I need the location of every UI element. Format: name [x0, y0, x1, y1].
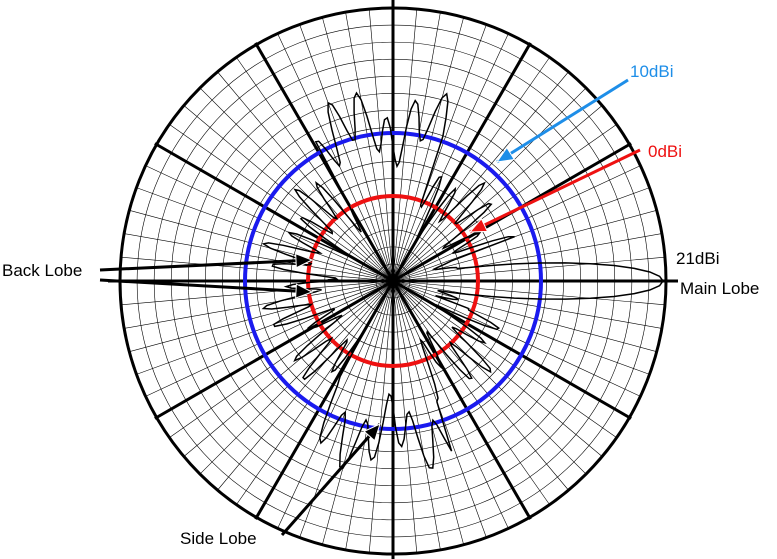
grid-spoke — [129, 280, 394, 352]
grid-spoke — [392, 280, 641, 397]
grid-spoke — [392, 57, 550, 282]
grid-spoke — [392, 105, 603, 282]
grid-spoke — [392, 33, 509, 282]
grid-spoke — [392, 280, 441, 550]
ring-0dbi-arrow — [469, 148, 641, 234]
grid-spoke — [392, 124, 617, 282]
grid-spoke — [392, 280, 650, 375]
grid-spoke — [169, 124, 394, 282]
grid-spoke — [199, 87, 394, 282]
ring-0dbi-label: 0dBi — [648, 142, 683, 161]
grid-spoke — [236, 280, 394, 505]
grid-spoke — [322, 280, 394, 545]
ring-10dbi-arrow-head — [495, 146, 516, 163]
grid-spoke — [299, 24, 394, 282]
grid-spoke — [392, 280, 617, 438]
main-lobe-label: Main Lobe — [680, 279, 760, 298]
major-spoke — [254, 280, 395, 520]
grid-spoke — [392, 280, 603, 457]
ring-0dbi — [306, 194, 480, 368]
side-lobe-arrow — [280, 423, 382, 536]
grid-spoke — [392, 256, 665, 282]
back-lobe-arrow-upper — [99, 258, 313, 272]
grid-spoke — [392, 12, 441, 282]
grid-spoke — [392, 280, 665, 306]
grid-spoke — [145, 280, 394, 397]
radiation-pattern-curve — [261, 91, 664, 470]
grid-spoke — [169, 280, 394, 438]
peak-gain-label: 21dBi — [676, 249, 720, 268]
grid-spoke — [136, 280, 394, 375]
grid-spoke — [183, 280, 394, 457]
grid-spoke — [392, 17, 464, 282]
grid-spoke — [217, 71, 394, 282]
back-lobe-arrow-lower-head — [295, 283, 314, 299]
grid-spoke — [136, 187, 394, 282]
grid-spoke — [392, 165, 641, 282]
major-spoke — [392, 279, 632, 420]
grid-spoke — [121, 280, 394, 306]
grid-spoke — [183, 105, 394, 282]
grid-spoke — [392, 280, 418, 553]
grid-spoke — [299, 280, 394, 538]
back-lobe-arrow-upper-head — [295, 253, 314, 269]
grid-spoke — [392, 280, 569, 491]
grid-spoke — [392, 280, 550, 505]
grid-spoke — [392, 71, 569, 282]
grid-spoke — [124, 280, 394, 329]
grid-spoke — [121, 256, 394, 282]
grid-spoke — [392, 9, 418, 282]
back-lobe-arrow-lower — [99, 278, 313, 294]
major-spoke — [254, 42, 395, 282]
grid-spoke — [392, 24, 487, 282]
grid-spoke — [392, 280, 464, 545]
ring-0dbi-arrow-head — [468, 217, 489, 233]
grid-spoke — [322, 17, 394, 282]
grid-spoke — [236, 57, 394, 282]
side-lobe-arrow-head — [363, 423, 381, 442]
ring-10dbi-arrow — [496, 78, 629, 164]
major-spoke — [154, 279, 394, 420]
grid-spoke — [277, 33, 394, 282]
side-lobe-label: Side Lobe — [180, 529, 257, 548]
grid-spoke — [392, 280, 662, 329]
grid-spoke — [217, 280, 394, 491]
grid-spoke — [368, 280, 394, 553]
grid-spoke — [124, 233, 394, 282]
grid-spoke — [392, 280, 509, 529]
grid-spoke — [392, 280, 657, 352]
grid-spoke — [345, 12, 394, 282]
back-lobe-label: Back Lobe — [2, 261, 83, 280]
grid-spoke — [392, 187, 650, 282]
grid-spoke — [129, 210, 394, 282]
major-spoke — [391, 280, 532, 520]
ring-10dbi — [243, 131, 543, 431]
ring-10dbi-label: 10dBi — [630, 62, 674, 81]
grid-spoke — [392, 280, 587, 475]
grid-spoke — [392, 233, 662, 282]
grid-spoke — [345, 280, 394, 550]
grid-spoke — [199, 280, 394, 475]
grid-spoke — [392, 210, 657, 282]
grid-spoke — [392, 87, 587, 282]
grid-spoke — [145, 165, 394, 282]
grid-spoke — [277, 280, 394, 529]
major-spoke — [391, 42, 532, 282]
